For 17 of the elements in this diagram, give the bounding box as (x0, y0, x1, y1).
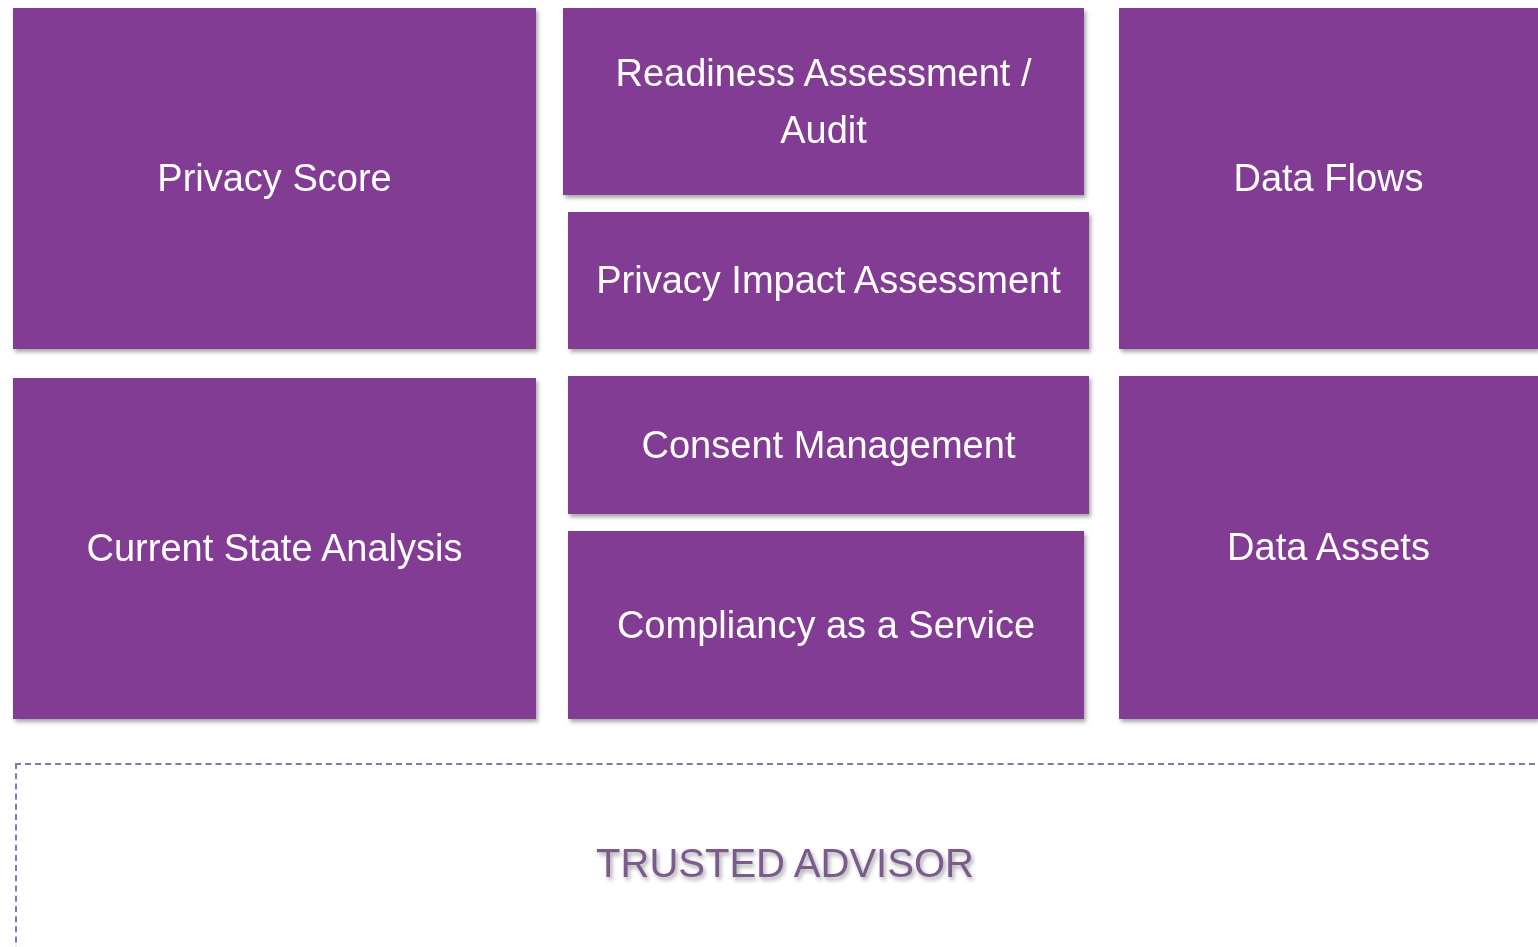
tile-label: Data Assets (1227, 525, 1430, 570)
service-tile (568, 212, 1089, 349)
tile-label: Compliancy as a Service (616, 602, 1036, 648)
tile-label: Readiness Assessment / Audit (614, 50, 1033, 153)
service-tile (1119, 8, 1538, 349)
service-tile (568, 531, 1084, 719)
tile-label: Current State Analysis (86, 526, 463, 571)
service-tile (13, 378, 536, 719)
service-tile (568, 376, 1089, 514)
service-tile (1119, 376, 1538, 719)
tile-label: Privacy Impact Assessment (596, 258, 1061, 303)
tile-label: Data Flows (1233, 156, 1424, 201)
service-tile (13, 8, 536, 349)
tile-label: Consent Management (641, 422, 1016, 468)
tile-label: Privacy Score (157, 156, 392, 201)
service-tile (563, 8, 1084, 195)
band-title: TRUSTED ADVISOR (596, 840, 974, 886)
